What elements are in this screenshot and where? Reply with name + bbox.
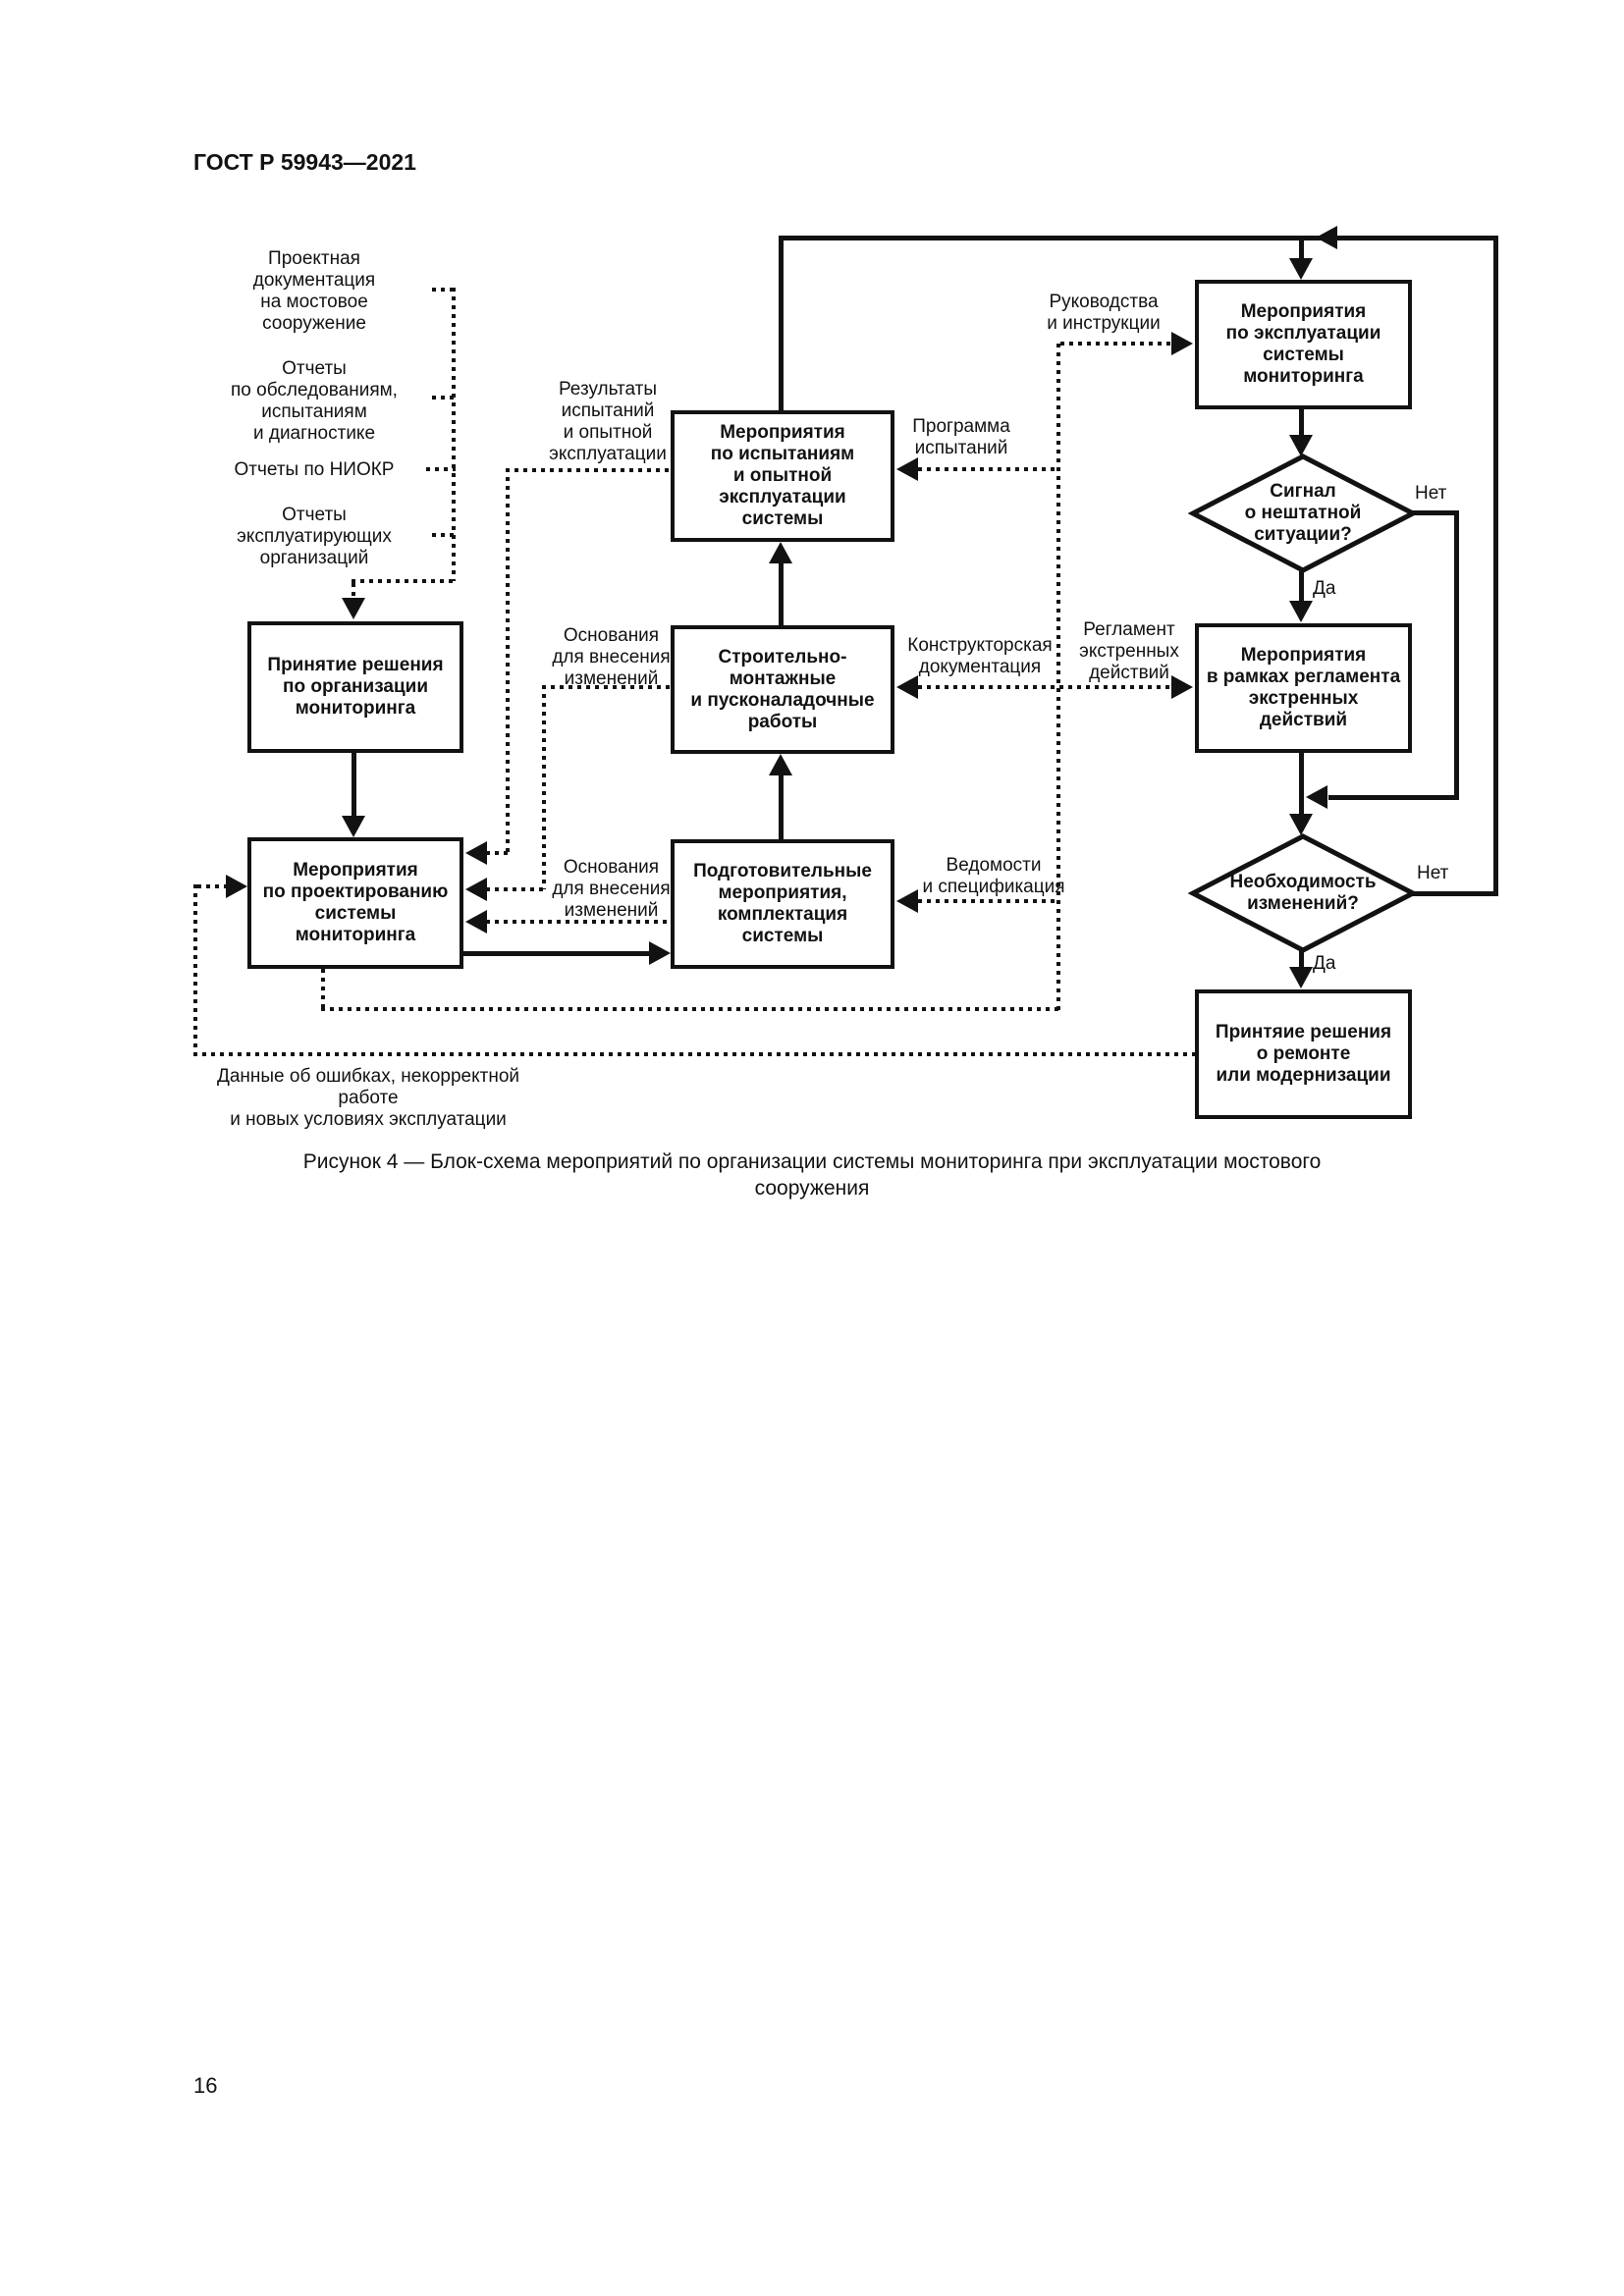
dotted-design-output-run <box>321 1007 1062 1011</box>
dotted-change-basis1-into-design <box>486 887 546 891</box>
arrowhead-test-results-into-design <box>465 841 487 865</box>
dotted-sources-collector <box>452 288 456 581</box>
dotted-documentation-riser <box>1056 344 1060 1011</box>
label-yes-signal: Да <box>1313 578 1336 599</box>
label-test-results: Результаты испытаний и опытной эксплуата… <box>549 379 667 464</box>
arrowhead-basis1-into-design <box>465 878 487 901</box>
dotted-test-results-into-design <box>486 851 510 855</box>
diamond-shape <box>1188 833 1418 953</box>
arrowhead-manuals-into-operation <box>1171 332 1193 355</box>
line-testing-riser <box>779 236 784 410</box>
label-change-basis-1: Основания для внесения изменений <box>552 625 671 689</box>
line-changes-no-h <box>1411 891 1498 896</box>
line-construction-to-testing <box>779 560 784 625</box>
arrowhead-errordata-into-design <box>226 875 247 898</box>
label-manuals: Руководства и инструкции <box>1047 292 1161 334</box>
arrowhead-regulation-into-emergency <box>1171 675 1193 699</box>
diamond-shape <box>1188 454 1418 573</box>
line-signal-no-h <box>1411 510 1459 515</box>
dotted-manuals-branch <box>1060 342 1171 346</box>
dotted-sources-to-decision-h <box>352 579 456 583</box>
dotted-change-basis2 <box>486 920 671 924</box>
dotted-change-basis1-h <box>542 685 671 689</box>
dotted-design-doc-regulation-branch <box>918 685 1171 689</box>
line-right-return-riser <box>1493 236 1498 896</box>
label-yes-changes: Да <box>1313 953 1336 974</box>
line-emergency-to-changes <box>1299 753 1304 818</box>
label-design-documentation: Конструкторская документация <box>907 635 1053 677</box>
dotted-test-results-v <box>506 468 510 853</box>
line-operation-to-signal <box>1299 409 1304 437</box>
box-repair-decision: Принтяие решения о ремонте или модерниза… <box>1195 989 1412 1119</box>
line-signal-no-v <box>1454 510 1459 800</box>
line-signal-no-merge <box>1328 795 1459 800</box>
box-preparation-activities: Подготовительные мероприятия, комплектац… <box>671 839 894 969</box>
page-header: ГОСТ Р 59943—2021 <box>193 149 416 175</box>
box-decision-organization: Принятие решения по организации монитори… <box>247 621 463 753</box>
box-operation-activities: Мероприятия по эксплуатации системы мони… <box>1195 280 1412 409</box>
dotted-error-data-run <box>193 1052 1195 1056</box>
label-error-data: Данные об ошибках, некорректной работе и… <box>216 1066 520 1130</box>
label-survey-reports: Отчеты по обследованиям, испытаниям и ди… <box>231 358 398 444</box>
arrowhead-sheets-into-preparation <box>896 889 918 913</box>
line-signal-yes <box>1299 571 1304 605</box>
arrowhead-into-changes-diamond <box>1289 814 1313 835</box>
decision-signal-diamond: Сигнал о нештатной ситуации? <box>1188 453 1418 574</box>
decision-need-changes-diamond: Необходимость изменений? <box>1188 832 1418 954</box>
label-test-program: Программа испытаний <box>912 416 1010 458</box>
decision-signal-text: Сигнал о нештатной ситуации? <box>1244 481 1362 545</box>
line-preparation-to-construction <box>779 772 784 839</box>
label-project-docs: Проектная документация на мостовое соору… <box>252 248 376 334</box>
arrowhead-designdoc-into-construction <box>896 675 918 699</box>
arrowhead-into-preparation-left <box>649 941 671 965</box>
arrowhead-sources-into-decision <box>342 598 365 619</box>
arrowhead-into-construction-bottom <box>769 754 792 775</box>
label-no-signal: Нет <box>1415 483 1447 504</box>
label-emergency-regulation: Регламент экстренных действий <box>1079 619 1179 683</box>
arrowhead-into-signal-diamond <box>1289 435 1313 456</box>
box-testing-activities: Мероприятия по испытаниям и опытной эксп… <box>671 410 894 542</box>
box-design-activities: Мероприятия по проектированию системы мо… <box>247 837 463 969</box>
arrowhead-into-testing-bottom <box>769 542 792 563</box>
line-top-feedback <box>779 236 1498 240</box>
dotted-operator-reports-connector <box>432 533 456 537</box>
dotted-project-docs-connector <box>432 288 456 292</box>
dotted-error-data-riser <box>193 884 197 1052</box>
label-operator-reports: Отчеты эксплуатирующих организаций <box>237 505 392 568</box>
line-junction-to-operation <box>1299 236 1304 260</box>
arrowhead-into-design-top <box>342 816 365 837</box>
dotted-test-results-h <box>506 468 671 472</box>
arrowhead-top-feedback-left <box>1316 226 1337 249</box>
label-change-basis-2: Основания для внесения изменений <box>552 857 671 921</box>
figure-caption: Рисунок 4 — Блок-схема мероприятий по ор… <box>302 1150 1322 1200</box>
line-changes-yes <box>1299 951 1304 971</box>
dotted-survey-reports-connector <box>432 396 456 400</box>
arrowhead-signal-no-merge <box>1306 785 1327 809</box>
label-sheets-specification: Ведомости и спецификация <box>922 855 1065 897</box>
dotted-design-output-drop <box>321 969 325 1011</box>
dotted-change-basis1-v <box>542 685 546 889</box>
arrowhead-basis2-into-design <box>465 910 487 934</box>
dotted-niokr-connector <box>426 467 456 471</box>
arrowhead-changes-yes <box>1289 967 1313 988</box>
dotted-sheets-branch <box>918 899 1056 903</box>
box-construction-works: Строительно- монтажные и пусконаладочные… <box>671 625 894 754</box>
arrowhead-program-into-testing <box>896 457 918 481</box>
line-decision-to-design <box>352 753 356 822</box>
arrowhead-signal-yes <box>1289 601 1313 622</box>
label-no-changes: Нет <box>1417 863 1449 883</box>
page-number: 16 <box>193 2073 218 2098</box>
decision-need-changes-text: Необходимость изменений? <box>1229 872 1377 914</box>
label-niokr-reports: Отчеты по НИОКР <box>234 459 395 480</box>
box-emergency-activities: Мероприятия в рамках регламента экстренн… <box>1195 623 1412 753</box>
line-design-to-preparation <box>463 951 651 956</box>
arrowhead-into-operation-top <box>1289 258 1313 280</box>
dotted-test-program-branch <box>918 467 1056 471</box>
dotted-sources-to-decision-v <box>352 583 355 601</box>
dotted-error-data-into-design <box>197 884 226 888</box>
